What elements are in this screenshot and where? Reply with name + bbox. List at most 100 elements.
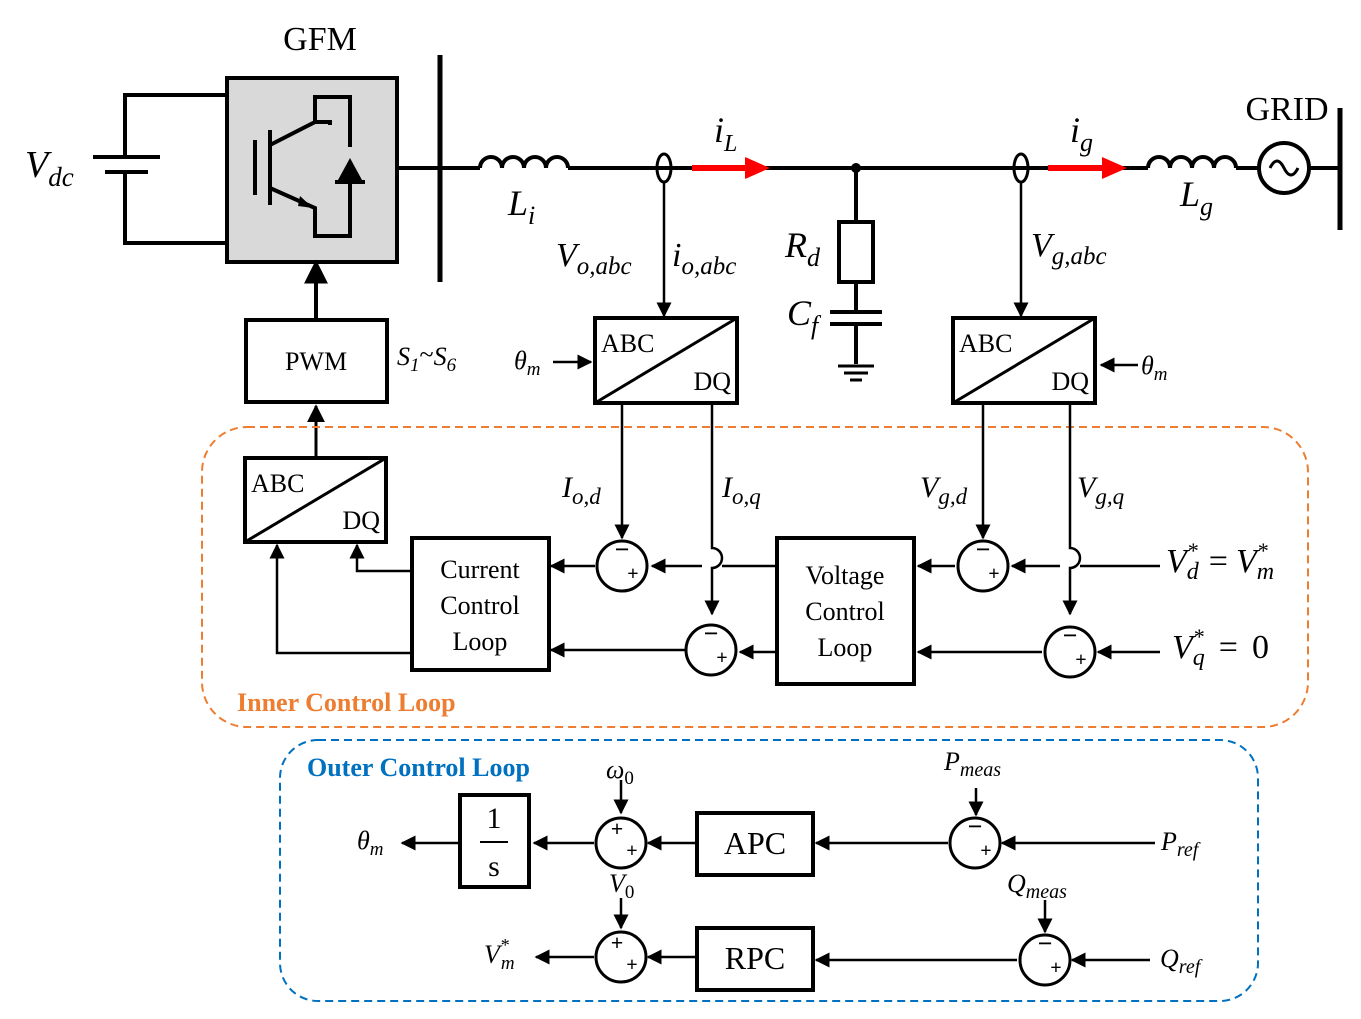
- outer-loop-title: Outer Control Loop: [307, 753, 530, 782]
- theta-right-label: θm: [1141, 351, 1168, 385]
- ac-sine-icon: [1268, 159, 1300, 177]
- li-label: Li: [507, 183, 535, 230]
- v0-label: V0: [609, 869, 634, 903]
- io-label: io,abc: [672, 237, 736, 280]
- svg-text:RPC: RPC: [725, 940, 785, 976]
- abc-dq-block-pwm: ABC DQ: [243, 456, 388, 544]
- power-stage: [93, 55, 1343, 382]
- abc-dq-block-vg: ABC DQ: [951, 316, 1097, 405]
- sum-vgd: − +: [956, 535, 1010, 593]
- theta-left-label: θm: [514, 346, 541, 380]
- vm-out-label: V*m: [484, 935, 515, 974]
- svg-text:1: 1: [487, 802, 502, 835]
- svg-text:DQ: DQ: [1051, 367, 1089, 396]
- svg-text:+: +: [1050, 957, 1061, 979]
- svg-text:ABC: ABC: [601, 329, 654, 358]
- sum-iod: − +: [595, 535, 649, 593]
- filter-node-dot: [851, 163, 861, 173]
- svg-text:+: +: [980, 840, 991, 862]
- iod-label: Io,d: [561, 471, 601, 509]
- svg-text:APC: APC: [724, 825, 786, 861]
- svg-text:Loop: Loop: [818, 633, 873, 662]
- sum-ioq: − +: [684, 619, 738, 677]
- inductor-lg-icon: [1146, 155, 1238, 169]
- inner-loop-title: Inner Control Loop: [237, 688, 456, 717]
- current-arrows: [692, 157, 1127, 179]
- grid-label: GRID: [1245, 91, 1328, 128]
- svg-text:ABC: ABC: [251, 469, 304, 498]
- inner-loop-frame: [201, 426, 1309, 728]
- rpc-block: RPC: [695, 926, 815, 992]
- svg-text:+: +: [611, 816, 624, 841]
- ioq-label: Io,q: [721, 471, 761, 509]
- il-arrow: [745, 157, 770, 179]
- sum-p: − +: [948, 812, 1002, 870]
- pmeas-label: Pmeas: [943, 747, 1001, 781]
- vd-ref-label: V*d=V*m: [1166, 538, 1274, 585]
- svg-text:s: s: [488, 850, 500, 883]
- outer-loop-frame: [279, 739, 1259, 1002]
- svg-text:−: −: [968, 812, 983, 841]
- il-label: iL: [714, 110, 737, 157]
- diode-icon: [338, 158, 362, 180]
- inductor-li-icon: [478, 155, 570, 169]
- vq-ref-label: V*q=0: [1172, 624, 1269, 671]
- ig-arrow: [1102, 157, 1127, 179]
- svg-text:Loop: Loop: [453, 627, 508, 656]
- qref-label: Qref: [1160, 944, 1203, 978]
- converter-box: [225, 76, 399, 264]
- svg-text:+: +: [627, 563, 638, 585]
- apc-block: APC: [695, 811, 815, 877]
- svg-text:+: +: [716, 647, 727, 669]
- lg-label: Lg: [1179, 174, 1213, 221]
- s-label: S1~S6: [397, 340, 457, 376]
- svg-text:−: −: [1038, 929, 1053, 958]
- sum-vgq: − +: [1043, 621, 1097, 679]
- svg-text:+: +: [1075, 649, 1086, 671]
- theta-out-label: θm: [357, 826, 384, 860]
- voltage-control-loop-block: Voltage Control Loop: [775, 536, 916, 686]
- svg-text:−: −: [615, 535, 630, 564]
- svg-text:−: −: [976, 535, 991, 564]
- svg-text:Current: Current: [440, 555, 520, 584]
- svg-text:Voltage: Voltage: [806, 561, 885, 590]
- current-control-loop-block: Current Control Loop: [410, 536, 551, 672]
- integrator-block: 1 s: [458, 793, 531, 889]
- igbt-icon: [253, 95, 365, 238]
- svg-text:+: +: [626, 840, 637, 862]
- vo-label: Vo,abc: [556, 237, 632, 280]
- svg-text:DQ: DQ: [342, 506, 380, 535]
- vg-label: Vg,abc: [1031, 227, 1107, 270]
- pwm-block: [244, 318, 389, 404]
- igbt-emitter-arrow: [298, 196, 313, 208]
- gfm-label: GFM: [283, 21, 357, 58]
- pwm-label: PWM: [285, 347, 347, 376]
- svg-text:−: −: [704, 619, 719, 648]
- svg-text:+: +: [611, 930, 624, 955]
- svg-text:Control: Control: [440, 591, 519, 620]
- cf-label: Cf: [787, 293, 822, 340]
- svg-text:Control: Control: [805, 597, 884, 626]
- sum-v: + +: [594, 930, 648, 984]
- svg-text:ABC: ABC: [959, 329, 1012, 358]
- ig-label: ig: [1070, 110, 1093, 157]
- dc-wire-bottom: [123, 173, 227, 245]
- sum-omega: + +: [594, 816, 648, 870]
- qmeas-label: Qmeas: [1007, 869, 1067, 903]
- outer-loop-signals: [400, 780, 1155, 968]
- omega0-label: ω0: [606, 755, 634, 789]
- svg-text:+: +: [626, 954, 637, 976]
- rd-label: Rd: [784, 225, 821, 272]
- svg-text:DQ: DQ: [693, 367, 731, 396]
- vgd-label: Vg,d: [920, 471, 968, 509]
- resistor-rd: [837, 220, 875, 284]
- vgq-label: Vg,q: [1077, 471, 1124, 509]
- inner-loop-signals: [269, 403, 1160, 660]
- vdc-label: Vdc: [25, 144, 74, 192]
- pref-label: Pref: [1160, 827, 1201, 861]
- abc-dq-block-io: ABC DQ: [593, 316, 739, 405]
- sum-q: − +: [1018, 929, 1072, 987]
- svg-text:−: −: [1063, 621, 1078, 650]
- svg-text:+: +: [988, 563, 999, 585]
